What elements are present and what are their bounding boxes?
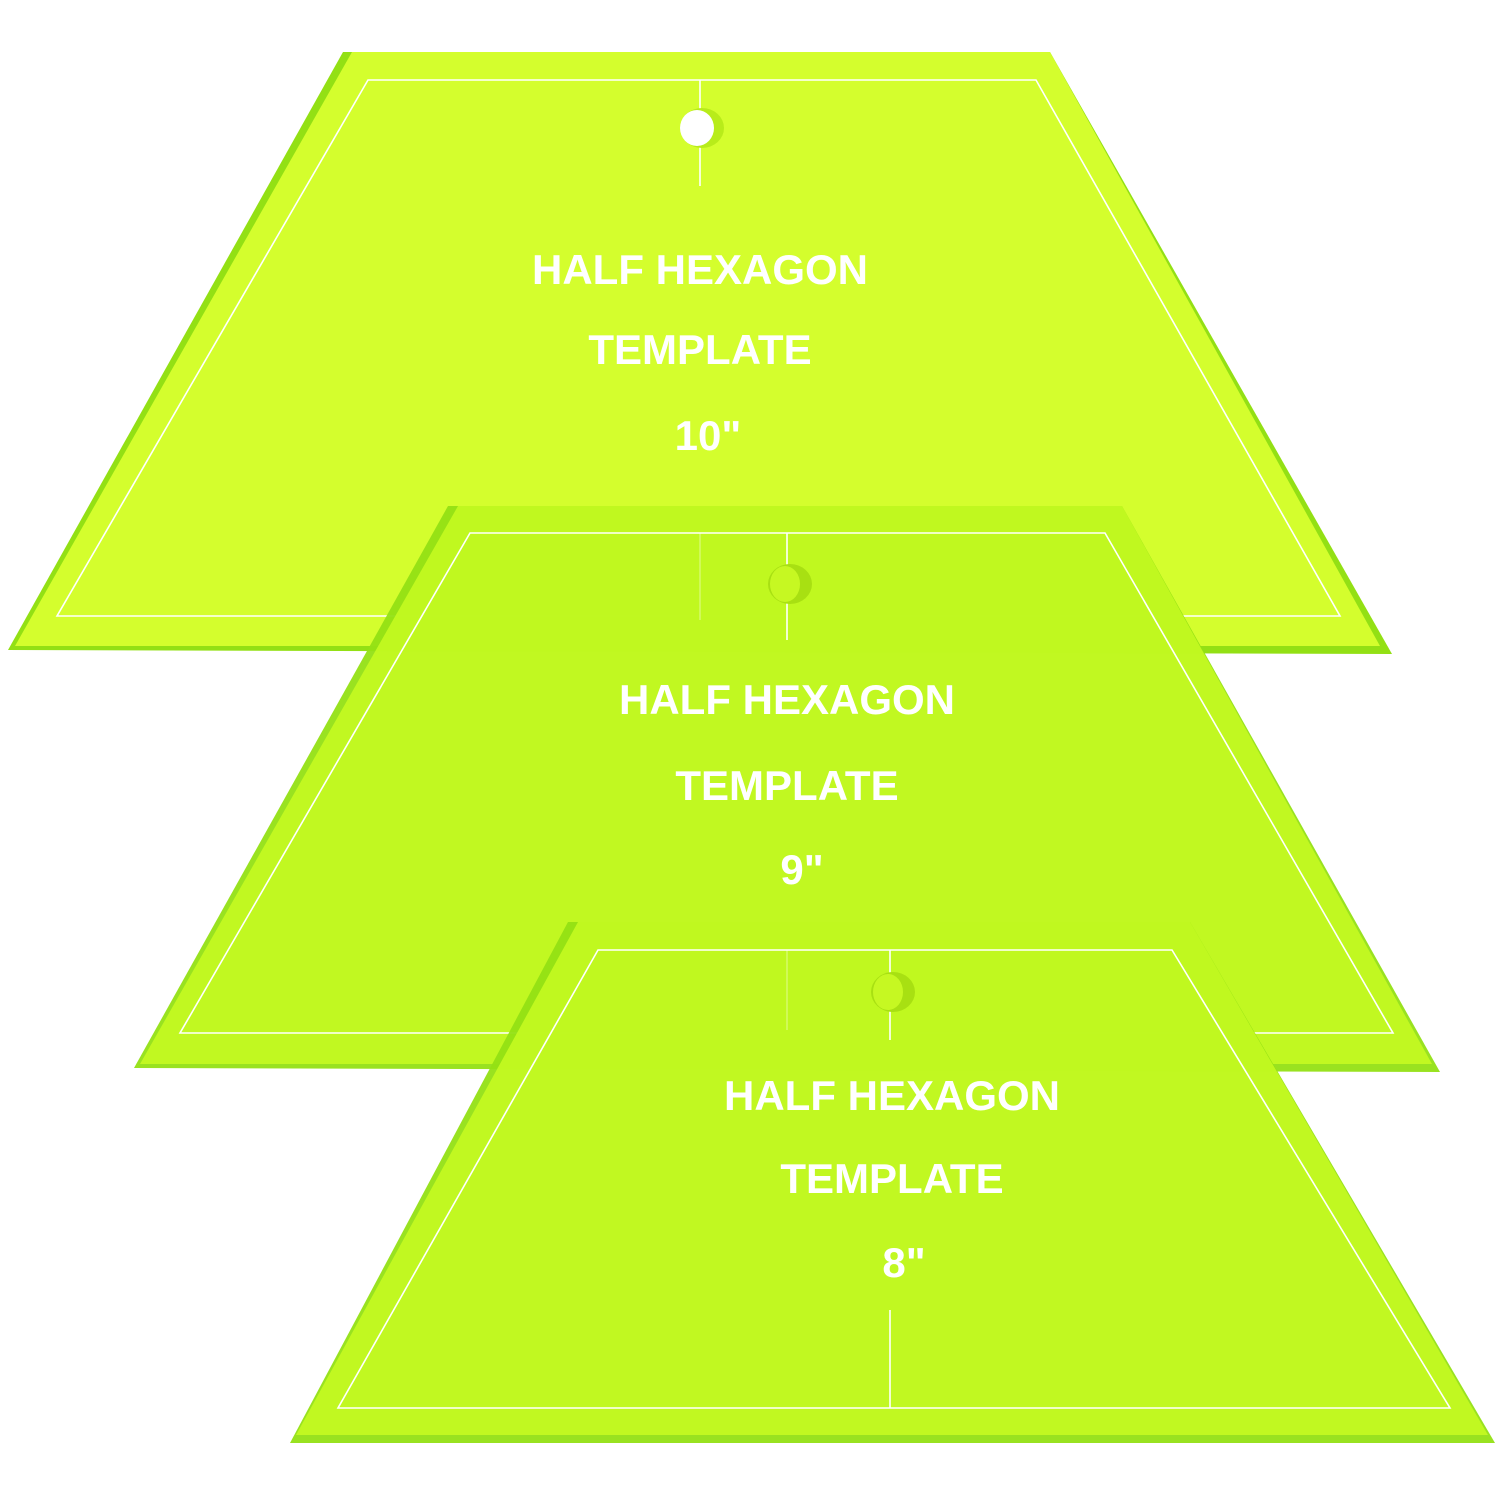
template-9-size: 9" bbox=[780, 846, 823, 893]
template-8-size: 8" bbox=[882, 1239, 925, 1286]
template-10-size: 10" bbox=[675, 412, 742, 459]
template-9-seam-line bbox=[178, 532, 1395, 1034]
template-10-body bbox=[15, 52, 1380, 646]
template-10-inch: HALF HEXAGON TEMPLATE 10" bbox=[8, 52, 1392, 654]
template-9-hole-icon bbox=[768, 564, 812, 604]
template-8-body bbox=[296, 922, 1488, 1435]
template-10-title: HALF HEXAGON bbox=[532, 246, 868, 293]
template-9-subtitle: TEMPLATE bbox=[675, 762, 898, 809]
template-8-subtitle: TEMPLATE bbox=[780, 1155, 1003, 1202]
template-10-subtitle: TEMPLATE bbox=[588, 326, 811, 373]
template-9-title: HALF HEXAGON bbox=[619, 676, 955, 723]
template-10-hole-icon bbox=[680, 108, 724, 148]
template-8-title: HALF HEXAGON bbox=[724, 1072, 1060, 1119]
template-10-seam-line bbox=[55, 79, 1342, 617]
template-8-hole-icon bbox=[871, 972, 915, 1012]
template-8-seam-line bbox=[336, 949, 1452, 1409]
template-8-inch: HALF HEXAGON TEMPLATE 8" bbox=[290, 922, 1495, 1443]
